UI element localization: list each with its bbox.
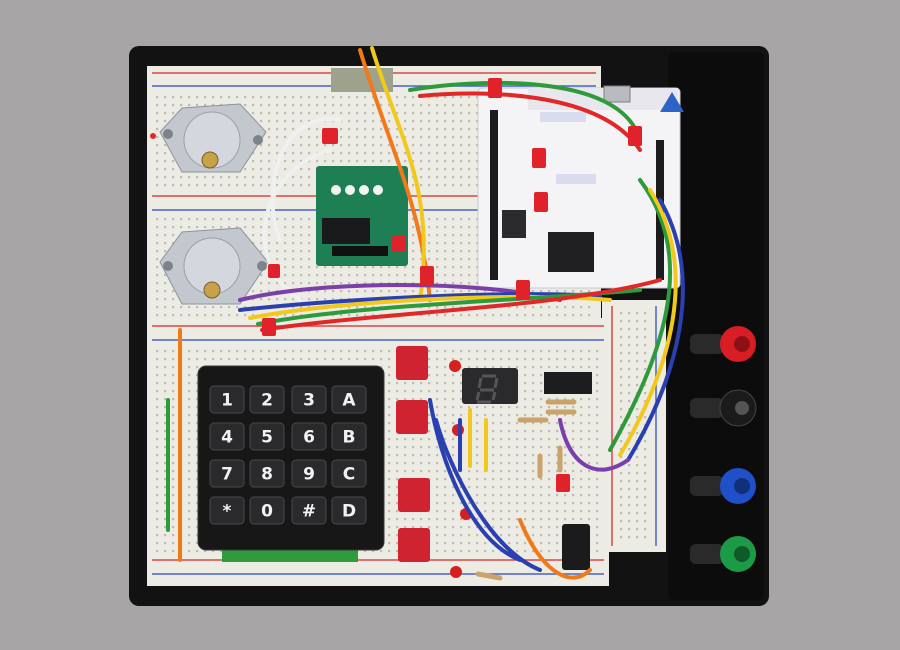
keypad-key-label: 0	[261, 502, 273, 522]
seven-segment-display	[462, 368, 518, 404]
stepper-motor-2	[159, 227, 269, 305]
keypad-key	[209, 422, 245, 451]
keypad-key	[291, 385, 327, 414]
driver-chip	[322, 218, 370, 244]
logic-chip	[544, 372, 592, 394]
push-button-2	[396, 400, 428, 434]
keypad-key-label: 8	[261, 465, 273, 485]
push-button-1	[396, 346, 428, 380]
stepper-motor-1	[150, 103, 267, 173]
jumper-wires	[166, 46, 685, 580]
keypad-key-label: A	[342, 391, 356, 411]
keypad-key	[331, 459, 367, 488]
binding-post-green	[690, 536, 756, 572]
keypad-key	[249, 496, 285, 525]
keypad-key	[209, 385, 245, 414]
base-plate-right-rail	[668, 52, 764, 600]
dev-board	[477, 85, 684, 289]
push-buttons	[396, 346, 590, 570]
keypad-key-label: *	[223, 502, 232, 522]
binding-post-red	[690, 326, 756, 362]
keypad-key	[291, 459, 327, 488]
keypad-key	[331, 422, 367, 451]
keypad-key-label: 4	[221, 428, 233, 448]
binding-post-black	[690, 389, 757, 427]
keypad-key-label: 7	[221, 465, 233, 485]
driver-board	[316, 166, 408, 266]
keypad-key	[291, 422, 327, 451]
keypad-key	[249, 459, 285, 488]
keypad-key-label: 6	[303, 428, 315, 448]
keypad-key	[291, 496, 327, 525]
keypad-key-label: 9	[303, 465, 315, 485]
resistors	[475, 399, 577, 581]
keypad: 1 2 3 A 4 5 6 B 7 8 9 C * 0 # D	[197, 365, 385, 562]
binding-posts	[690, 326, 757, 572]
zip-ties	[262, 78, 642, 492]
keypad-key-label: 1	[221, 391, 233, 411]
keypad-key-label: D	[342, 502, 356, 522]
keypad-key	[331, 496, 367, 525]
keypad-key-label: 5	[261, 428, 273, 448]
keypad-key	[209, 459, 245, 488]
push-button-4	[398, 528, 430, 562]
keypad-key-label: #	[302, 502, 316, 522]
keypad-key	[331, 385, 367, 414]
tactile-switch	[562, 524, 590, 570]
microcontroller-chip	[548, 232, 594, 272]
keypad-key-label: C	[343, 465, 355, 485]
logo-icon	[660, 92, 684, 112]
keypad-key-label: 3	[303, 391, 315, 411]
keypad-key	[249, 422, 285, 451]
push-button-3	[398, 478, 430, 512]
keypad-key	[209, 496, 245, 525]
keypad-key-label: 2	[261, 391, 273, 411]
keypad-key	[249, 385, 285, 414]
keypad-key-label: B	[343, 428, 356, 448]
binding-post-blue	[690, 468, 756, 504]
usb-connector	[603, 85, 631, 103]
